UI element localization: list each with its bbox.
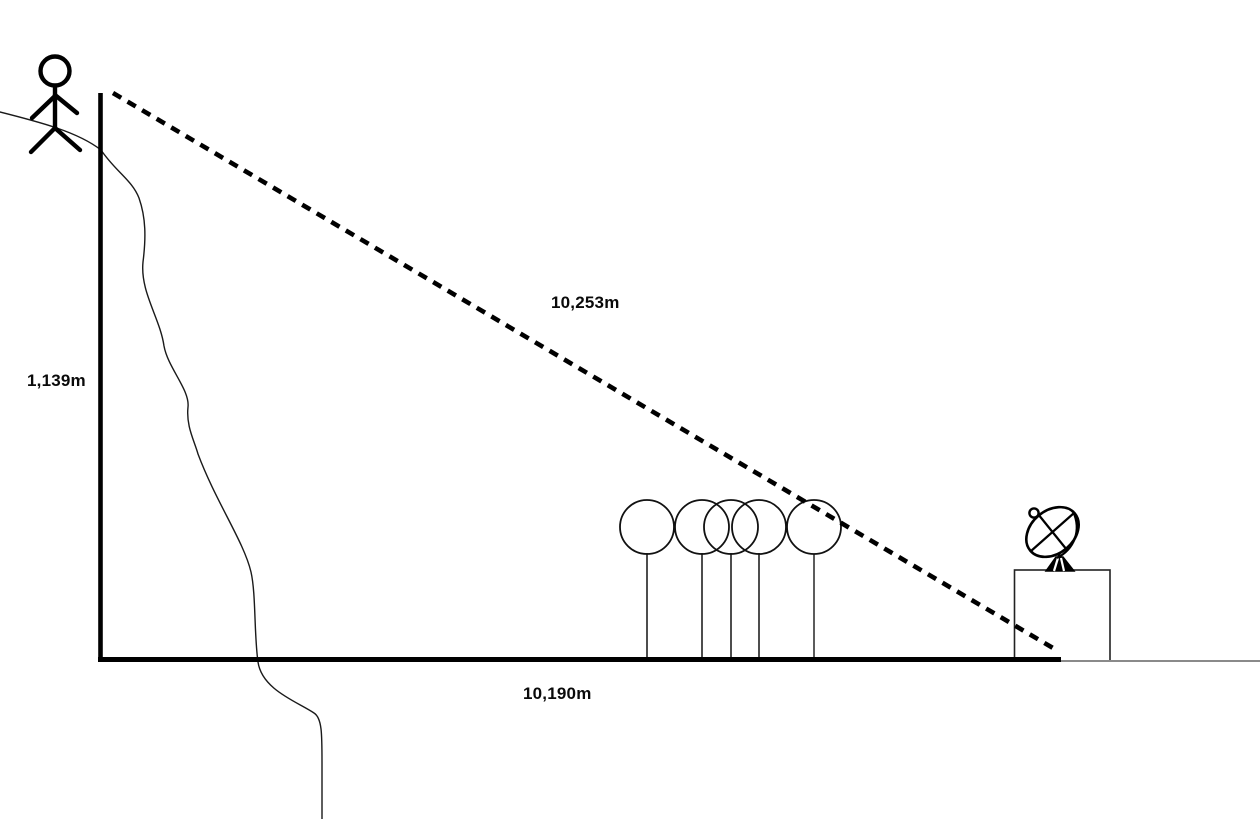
sight-distance-label: 10,253m: [551, 293, 620, 312]
cliff-contour-line: [0, 111, 323, 819]
person-icon: [28, 54, 83, 155]
tree-icon: [731, 499, 787, 660]
person-head: [38, 54, 72, 88]
dish-rim: [1056, 510, 1078, 559]
dish-stand: [1044, 556, 1076, 572]
person-arm-left: [29, 93, 58, 121]
sight-line-dashed: [111, 91, 1060, 653]
tree-icon: [619, 499, 675, 660]
person-leg-left: [28, 125, 58, 155]
dish-feed: [1028, 507, 1040, 519]
cliff-height-label: 1,139m: [27, 371, 86, 390]
receiver-pedestal: [1013, 569, 1111, 662]
tree-icon: [786, 499, 842, 660]
satellite-dish-icon: [1025, 505, 1080, 572]
tree-row: [619, 499, 842, 660]
tree-icon: [703, 499, 759, 660]
person-leg-right: [52, 125, 83, 153]
tree-icon: [674, 499, 730, 660]
ground-distance-label: 10,190m: [523, 684, 592, 703]
person-arm-right: [52, 92, 80, 116]
